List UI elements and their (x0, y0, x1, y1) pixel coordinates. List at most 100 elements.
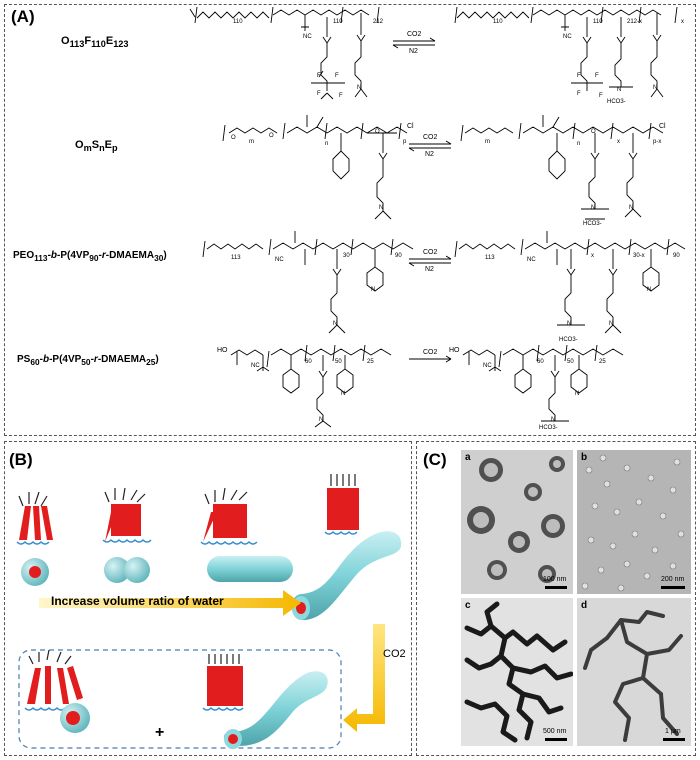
structure-row-4-right (462, 344, 624, 422)
sub-r1l-3: 212 (373, 19, 384, 25)
tem-a-scale-label: 100 nm (543, 576, 567, 583)
co2-arrow (343, 624, 385, 732)
svg-text:N: N (341, 391, 345, 397)
svg-text:N: N (591, 205, 595, 211)
tem-a-tag: a (465, 452, 471, 463)
svg-text:F: F (595, 73, 599, 79)
svg-text:NC: NC (275, 257, 284, 263)
svg-text:N: N (333, 321, 337, 327)
r2-arrow-bottom: N2 (425, 151, 434, 158)
svg-text:N: N (653, 85, 657, 91)
sub-r3r-3: 30-x (633, 253, 645, 259)
dimer-micelle-a (104, 557, 130, 583)
short-rod (207, 556, 293, 582)
sub-r3l-1: 113 (231, 255, 241, 261)
r2-arrow-top: CO2 (423, 134, 438, 141)
bundle-6 (202, 654, 244, 711)
long-worm (291, 531, 402, 621)
water-arrow-label: Increase volume ratio of water (51, 594, 224, 608)
sub-r4l-3: 25 (367, 359, 374, 365)
structure-row-1-right (454, 6, 678, 98)
svg-text:F: F (317, 91, 321, 97)
svg-text:N: N (647, 287, 651, 293)
svg-text:O: O (269, 133, 274, 139)
panel-c: (C) a 100 nm (416, 441, 696, 756)
tem-c-scale-bar (545, 738, 567, 741)
formula-row-3: PEO113-b-P(4VP90-r-DMAEMA30) (13, 250, 167, 263)
sub-r3l-2: 30 (343, 253, 350, 259)
svg-text:O: O (375, 129, 380, 135)
r3-ion: HCO3- (559, 337, 578, 343)
tem-image-a: a 100 nm (461, 450, 573, 594)
structure-row-4-left (230, 344, 392, 428)
dashed-group (18, 649, 342, 749)
tem-d-scale-label: 1 μm (665, 728, 681, 735)
panel-b-label: (B) (9, 450, 33, 469)
svg-text:F: F (339, 93, 343, 99)
tem-b-tag: b (581, 452, 588, 463)
tem-b-scale-label: 200 nm (661, 576, 685, 583)
svg-text:N: N (371, 287, 375, 293)
formula-row-1: O113F110E123 (61, 35, 129, 50)
svg-text:N: N (575, 391, 579, 397)
svg-text:NC: NC (251, 363, 260, 369)
svg-text:NC: NC (303, 34, 312, 40)
bundle-4 (324, 474, 359, 535)
tem-image-b: b 200 nm (577, 450, 691, 594)
bundle-1 (16, 491, 53, 545)
r4-end-left: HO (217, 347, 228, 354)
svg-text:N: N (617, 87, 621, 93)
sub-r4l-1: 60 (305, 359, 312, 365)
sub-r2l-2: n (325, 141, 329, 147)
r2-end-left: Cl (407, 123, 414, 130)
svg-text:N: N (567, 321, 571, 327)
structure-row-1-left (189, 6, 380, 100)
svg-text:F: F (577, 73, 581, 79)
svg-text:N: N (379, 205, 383, 211)
tem-d-tag: d (581, 600, 588, 611)
svg-text:NC: NC (527, 257, 536, 263)
bundle-5 (24, 649, 83, 711)
tem-c-scale-label: 500 nm (543, 728, 567, 735)
r1-ion: HCO3- (607, 99, 626, 105)
sub-r4r-1: 60 (537, 359, 544, 365)
r3-arrow-bottom: N2 (425, 266, 434, 273)
r1-arrow-bottom: N2 (409, 48, 418, 55)
plus-sign: + (155, 724, 165, 741)
r4-arrow-top: CO2 (423, 349, 438, 356)
sub-r3r-1: 113 (485, 255, 495, 261)
formula-row-2: OmSnEp (75, 139, 118, 154)
equilibrium-arrows (392, 37, 452, 363)
svg-text:NC: NC (483, 363, 492, 369)
sub-r2r-4: x (617, 139, 620, 145)
r1-arrow-top: CO2 (407, 31, 422, 38)
svg-text:F: F (317, 73, 321, 79)
svg-text:F: F (599, 93, 603, 99)
panel-a: (A) O113F110E123 OmSnEp PEO113-b-P(4VP90… (4, 4, 696, 436)
svg-text:N: N (609, 321, 613, 327)
water-arrow (39, 590, 301, 616)
sub-r1r-3: 212-x (627, 19, 643, 25)
sub-r3l-3: 90 (395, 253, 402, 259)
tem-d-scale-bar (663, 738, 685, 741)
r2-ion: HCO3- (583, 221, 602, 227)
sub-r4r-2: 50 (567, 359, 574, 365)
sub-r1l-2: 110 (333, 19, 343, 25)
structure-row-2-left (222, 115, 408, 220)
sub-r1l-1: 110 (233, 19, 243, 25)
panel-c-label: (C) (423, 450, 447, 469)
self-assembly-scheme (16, 474, 402, 749)
sub-r4l-2: 50 (335, 359, 342, 365)
co2-label: CO2 (383, 648, 406, 660)
svg-text:F: F (577, 91, 581, 97)
sub-r2l-3: p (403, 139, 407, 145)
svg-text:N: N (551, 417, 555, 423)
tem-c-tag: c (465, 600, 471, 611)
svg-text:N: N (319, 417, 323, 423)
dimer-micelle-b (124, 557, 150, 583)
sub-r1r-2: 110 (593, 19, 603, 25)
tem-b-scale-bar (661, 586, 685, 589)
r3-arrow-top: CO2 (423, 249, 438, 256)
sub-r4r-3: 25 (599, 359, 606, 365)
panel-a-label: (A) (11, 7, 35, 26)
